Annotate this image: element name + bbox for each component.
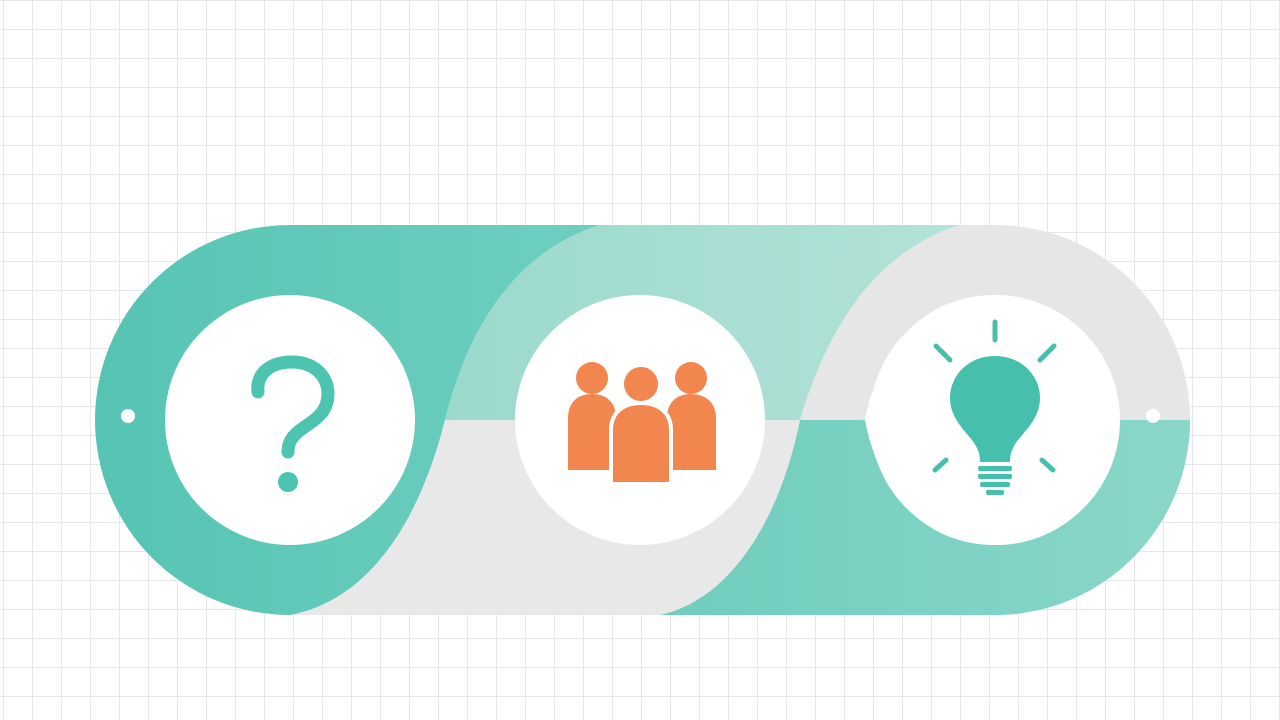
band-end-dot	[1146, 409, 1160, 423]
light-bulb-icon	[932, 319, 1057, 495]
band-start-dot	[121, 409, 135, 423]
band-segment-middle-bottom	[290, 420, 800, 615]
question-mark-icon	[251, 355, 335, 492]
band-segment-right-bottom	[660, 420, 1190, 615]
group-of-people-icon	[568, 362, 716, 486]
band-segment-right-top	[800, 225, 1190, 420]
step-1-circle	[165, 295, 415, 545]
